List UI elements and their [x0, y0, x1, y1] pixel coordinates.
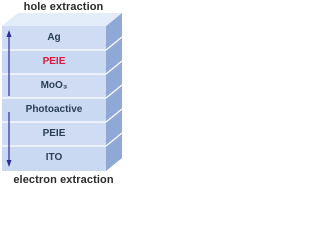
hole-arrow: [6, 30, 12, 96]
electron-extraction-caption: electron extraction: [13, 174, 114, 186]
stack-top-face: [2, 13, 122, 26]
device-stack-diagram: [2, 13, 123, 171]
layer-label-ag: Ag: [47, 32, 61, 43]
layer-label-ito: ITO: [45, 152, 63, 163]
layer-label-peie-bottom: PEIE: [42, 128, 66, 139]
hole-extraction-caption: hole extraction: [23, 1, 104, 13]
layer-label-moo3: MoO₃: [40, 80, 68, 91]
layer-label-photoactive: Photoactive: [25, 104, 83, 115]
electron-arrow: [6, 112, 12, 167]
layer-dividers: [2, 36, 123, 147]
layer-label-peie-top: PEIE: [42, 56, 66, 67]
